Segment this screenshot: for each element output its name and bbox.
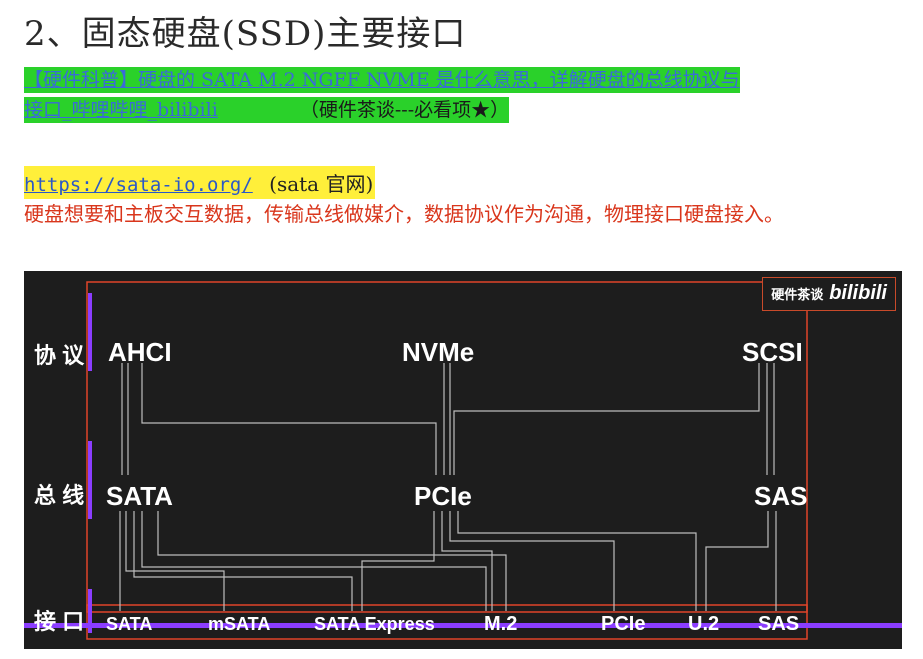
line-sas-u2 <box>705 511 769 611</box>
reference-link-part-1[interactable]: 【硬件科普】硬盘的 SATA M.2 NGFF NVME 是什么意思，详解硬盘的… <box>24 69 740 91</box>
interface-m2: M.2 <box>484 613 517 635</box>
line-ahci-pcie <box>141 363 437 475</box>
protocol-scsi: SCSI <box>742 337 803 367</box>
row-label-interface: 接 口 <box>34 609 84 634</box>
protocol-nvme: NVMe <box>402 337 474 367</box>
line-scsi-pcie <box>453 363 760 475</box>
line-pcie-pcie <box>449 511 615 611</box>
brand-watermark: 硬件茶谈 bilibili <box>762 277 896 311</box>
diagram-frame <box>86 281 808 613</box>
reference-link-part-2[interactable]: 接口_哔哩哔哩_bilibili <box>24 99 218 121</box>
bus-sas: SAS <box>754 481 807 511</box>
interface-baseline <box>24 623 902 628</box>
line-pcie-express <box>361 511 435 611</box>
interface-diagram: 协 议 总 线 接 口 AHCI NVMe SCSI SATA PCIe SAS… <box>24 271 902 649</box>
section-title: 2、固态硬盘(SSD)主要接口 <box>24 14 467 54</box>
official-site-link[interactable]: https://sata-io.org/ <box>24 174 253 196</box>
interface-frame <box>86 604 808 640</box>
row-label-protocol: 协 议 <box>34 343 85 368</box>
reference-line-2: 接口_哔哩哔哩_bilibili （硬件茶谈---必看项★） <box>24 97 510 123</box>
interface-msata: mSATA <box>208 614 270 634</box>
bilibili-logo: bilibili <box>829 282 887 304</box>
line-pcie-m2 <box>441 511 493 611</box>
description-text: 硬盘想要和主板交互数据，传输总线做媒介，数据协议作为沟通，物理接口硬盘接入。 <box>24 202 784 226</box>
interface-sata-express: SATA Express <box>314 614 435 634</box>
protocol-accent-bar <box>88 293 92 371</box>
interface-accent-bar <box>88 589 92 633</box>
interface-pcie: PCIe <box>601 613 645 635</box>
line-sata-m2-b <box>157 511 507 611</box>
brand-name: 硬件茶谈 <box>771 288 824 303</box>
official-site-note: (sata 官网) <box>269 172 374 196</box>
protocol-ahci: AHCI <box>108 337 172 367</box>
official-site-row: https://sata-io.org/ (sata 官网) <box>24 166 376 199</box>
line-sata-express <box>133 511 353 611</box>
bus-pcie: PCIe <box>414 481 472 511</box>
line-sata-m2 <box>141 511 487 611</box>
bus-sata: SATA <box>106 481 173 511</box>
reference-block: 【硬件科普】硬盘的 SATA M.2 NGFF NVME 是什么意思，详解硬盘的… <box>24 65 902 125</box>
reference-line-1: 【硬件科普】硬盘的 SATA M.2 NGFF NVME 是什么意思，详解硬盘的… <box>24 67 740 93</box>
diagram-svg: 协 议 总 线 接 口 AHCI NVMe SCSI SATA PCIe SAS… <box>24 281 902 640</box>
connector-lines <box>119 363 777 611</box>
row-label-bus: 总 线 <box>34 483 84 508</box>
interface-u2: U.2 <box>688 613 719 635</box>
bus-accent-bar <box>88 441 92 519</box>
reference-note: （硬件茶谈---必看项★） <box>299 99 510 121</box>
interface-sata: SATA <box>106 614 152 634</box>
line-sata-msata <box>125 511 225 611</box>
line-pcie-u2 <box>457 511 697 611</box>
interface-sas: SAS <box>758 613 799 635</box>
